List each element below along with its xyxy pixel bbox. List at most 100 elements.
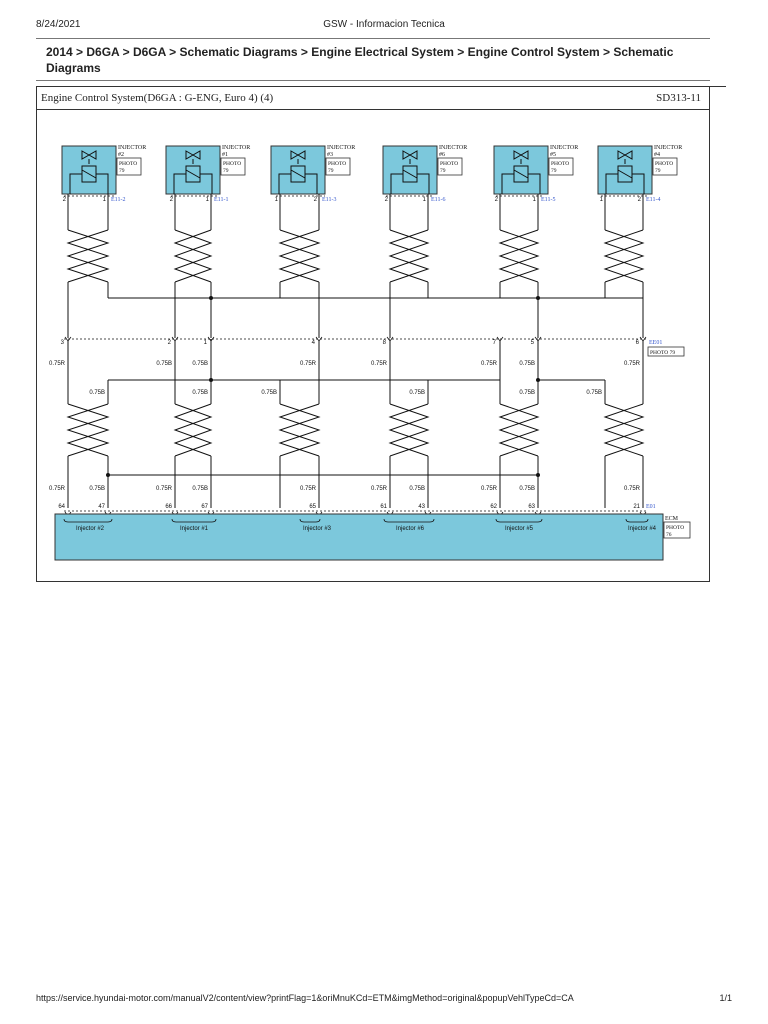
injector-number: #4 <box>654 152 660 158</box>
ecm-label: ECM <box>665 516 679 522</box>
wire-gauge-label: 0.75B <box>409 486 425 492</box>
injector-body <box>597 145 653 195</box>
wire-gauge-label: 0.75B <box>519 486 535 492</box>
coil-lead-right <box>528 173 541 194</box>
schematic-frame: Engine Control System(D6GA : G-ENG, Euro… <box>36 86 710 582</box>
pin-number: 2 <box>170 197 174 203</box>
photo-ref-number: 79 <box>328 168 334 174</box>
twisted-pair-lower-a <box>388 403 430 457</box>
wire-gauge-label: 0.75B <box>519 361 535 367</box>
ecm-pin-number: 43 <box>418 504 425 510</box>
twisted-pair-upper-a <box>603 229 645 283</box>
photo-ref-number: 79 <box>223 168 229 174</box>
solenoid-diagonal <box>290 169 306 179</box>
coil-lead-right <box>417 173 430 194</box>
injector-label: INJECTOR <box>118 145 146 151</box>
wire-gauge-label: 0.75B <box>89 486 105 492</box>
pin-number: 1 <box>533 197 537 203</box>
ecm-injector-group-label: Injector #4 <box>628 526 657 532</box>
twisted-pair-upper-b <box>173 229 213 283</box>
photo-ref-label: PHOTO <box>551 161 569 167</box>
solenoid-diagonal <box>617 169 633 179</box>
injector-label: INJECTOR <box>327 145 355 151</box>
twisted-pair-upper-b <box>388 229 430 283</box>
twisted-pair-lower-b <box>66 403 110 457</box>
wire-gauge-label: 0.75R <box>371 486 388 492</box>
connector-id: E11-6 <box>431 197 445 203</box>
injector-body <box>493 145 549 195</box>
twisted-pair-upper-b <box>66 229 110 283</box>
schematic-code: SD313-11 <box>656 92 701 104</box>
valve-icon <box>185 150 201 160</box>
pin-number: 2 <box>495 197 499 203</box>
breadcrumb[interactable]: 2014 > D6GA > D6GA > Schematic Diagrams … <box>46 45 674 75</box>
ee01-pin-number: 8 <box>383 340 387 346</box>
pin-number: 1 <box>103 197 107 203</box>
connector-id: E11-5 <box>541 197 555 203</box>
ecm-pin-number: 66 <box>165 504 172 510</box>
group-bracket <box>495 518 543 523</box>
ecm-pin-number: 21 <box>633 504 640 510</box>
connector-id: E11-2 <box>111 197 125 203</box>
group-bracket <box>63 518 113 523</box>
twisted-pair-upper-a <box>173 229 213 283</box>
ecm-injector-group-label: Injector #2 <box>76 526 105 532</box>
coil-lead-left <box>69 173 82 194</box>
solenoid-diagonal <box>402 169 418 179</box>
ecm-photo-box <box>663 521 691 539</box>
photo-ref-box <box>437 157 463 176</box>
wire-gauge-label: 0.75B <box>261 390 277 396</box>
twisted-pair-lower-a <box>278 403 321 457</box>
ee01-photo-box <box>647 346 685 357</box>
injector-body <box>165 145 221 195</box>
photo-ref-box <box>220 157 246 176</box>
twisted-pair-upper-a <box>278 229 321 283</box>
photo-ref-label: PHOTO <box>223 161 241 167</box>
ecm-body <box>54 513 664 561</box>
photo-ref-number: 79 <box>440 168 446 174</box>
wire-gauge-label: 0.75B <box>192 486 208 492</box>
breadcrumb-divider <box>36 80 710 81</box>
ee01-pin-number: 4 <box>312 340 316 346</box>
wire-gauge-label: 0.75R <box>481 361 498 367</box>
photo-ref-box <box>325 157 351 176</box>
wire-gauge-label: 0.75R <box>49 361 66 367</box>
wire-gauge-label: 0.75R <box>481 486 498 492</box>
ecm-injector-group-label: Injector #5 <box>505 526 534 532</box>
photo-ref-label: PHOTO <box>119 161 137 167</box>
injector-body <box>382 145 438 195</box>
photo-ref-number: 79 <box>655 168 661 174</box>
injector-number: #1 <box>222 152 228 158</box>
injector-label: INJECTOR <box>222 145 250 151</box>
ecm-pin-number: 67 <box>201 504 208 510</box>
twisted-pair-lower-b <box>173 403 213 457</box>
footer-url[interactable]: https://service.hyundai-motor.com/manual… <box>36 993 574 1003</box>
coil-lead-left <box>501 173 514 194</box>
photo-ref-label: PHOTO <box>328 161 346 167</box>
wire-gauge-label: 0.75B <box>156 361 172 367</box>
ee01-pin-number: 1 <box>204 340 208 346</box>
twisted-pair-lower-a <box>173 403 213 457</box>
valve-icon <box>513 150 529 160</box>
ee01-pin-number: 5 <box>531 340 535 346</box>
ecm-pin-number: 63 <box>528 504 535 510</box>
twisted-pair-lower-b <box>498 403 540 457</box>
pin-number: 2 <box>385 197 389 203</box>
wire-gauge-label: 0.75B <box>586 390 602 396</box>
twisted-pair-upper-a <box>498 229 540 283</box>
photo-ref-box <box>548 157 574 176</box>
injector-label: INJECTOR <box>654 145 682 151</box>
schematic-title: Engine Control System(D6GA : G-ENG, Euro… <box>41 92 274 104</box>
wire-gauge-label: 0.75R <box>49 486 66 492</box>
photo-ref-box <box>116 157 142 176</box>
valve-icon <box>402 150 418 160</box>
coil-lead-right <box>632 173 645 194</box>
wire-gauge-label: 0.75B <box>519 390 535 396</box>
wire-gauge-label: 0.75R <box>624 361 641 367</box>
twisted-pair-lower-b <box>388 403 430 457</box>
coil-lead-left <box>278 173 291 194</box>
solenoid-diagonal <box>185 169 201 179</box>
wire-gauge-label: 0.75R <box>300 486 317 492</box>
